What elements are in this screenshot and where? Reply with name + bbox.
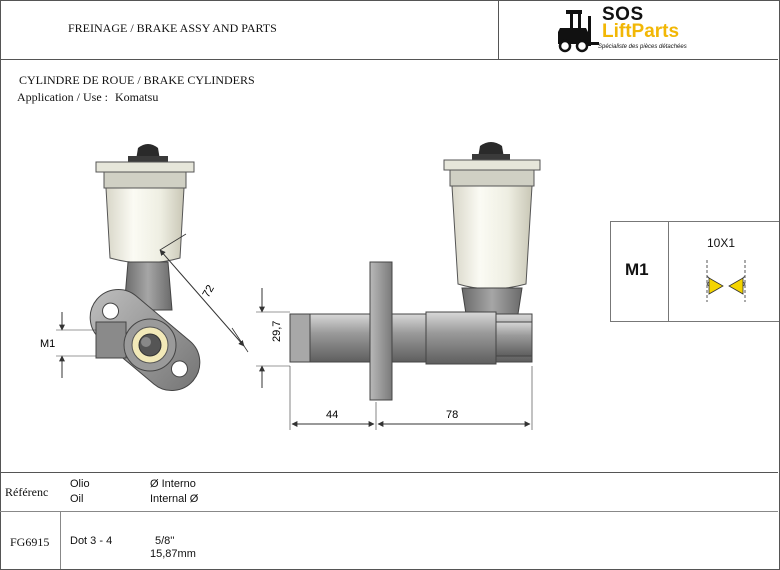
logo: SOS LiftParts Spécialiste des pièces dét… (552, 4, 752, 56)
header-divider (498, 0, 499, 59)
logo-liftparts: LiftParts (602, 21, 680, 42)
thread-spec-box: M1 10X1 (610, 221, 779, 322)
table-row-divider (0, 511, 778, 512)
forklift-icon (558, 10, 599, 53)
application-line: Application / Use : Komatsu (17, 90, 162, 105)
dim-29-7: 29,7 (271, 321, 283, 342)
thread-divider (668, 222, 669, 321)
header-ref: Référenc (5, 485, 49, 499)
header-oil-it: Olio (70, 478, 90, 490)
dim-m1: M1 (40, 338, 55, 350)
table-col-divider (60, 512, 61, 569)
left-view (89, 144, 201, 391)
application-value: Komatsu (114, 90, 159, 104)
header-dia-it: Ø Interno (150, 478, 196, 490)
thread-spec: 10X1 (707, 236, 736, 250)
brake-cylinder-drawing: 72 M1 29,7 44 78 (40, 142, 541, 430)
cell-dia-mm: 15,87mm (150, 548, 196, 560)
right-reservoir (451, 185, 533, 290)
logo-tagline: Spécialiste des pièces détachées (598, 44, 687, 50)
cell-dia-in: 5/8'' (155, 535, 175, 547)
cell-oil: Dot 3 - 4 (70, 535, 113, 547)
left-reservoir (105, 187, 185, 264)
spec-table: Référenc Olio Oil Ø Interno Internal Ø F… (0, 472, 778, 569)
application-label: Application / Use : (17, 90, 108, 104)
thread-label: M1 (625, 260, 649, 279)
section-title: CYLINDRE DE ROUE / BRAKE CYLINDERS (19, 73, 255, 87)
header-title: FREINAGE / BRAKE ASSY AND PARTS (68, 21, 277, 35)
dim-78: 78 (446, 409, 458, 421)
right-mount-flange (369, 261, 393, 401)
right-view (289, 142, 541, 401)
dim-44: 44 (326, 409, 338, 421)
cell-ref: FG6915 (10, 535, 50, 549)
header-oil-en: Oil (70, 493, 84, 505)
header-dia-en: Internal Ø (150, 493, 199, 505)
dim-72: 72 (200, 283, 217, 300)
thread-icon (706, 260, 746, 302)
header: FREINAGE / BRAKE ASSY AND PARTS SOS Lift… (0, 0, 778, 60)
logo-sos: SOS (602, 4, 644, 25)
